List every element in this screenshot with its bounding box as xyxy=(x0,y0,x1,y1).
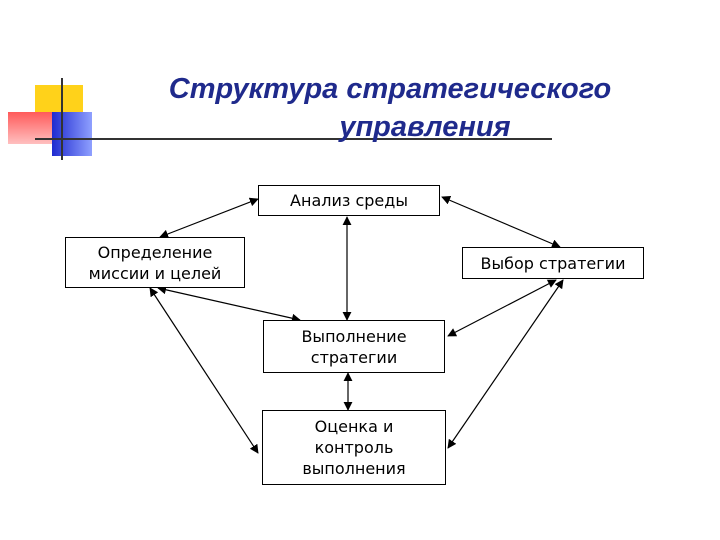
arrow-choice-execution xyxy=(447,279,557,337)
arrow-analysis-choice xyxy=(441,196,561,248)
box-strategy-choice: Выбор стратегии xyxy=(462,247,644,279)
box-evaluation-control-line-1: Оценка и xyxy=(314,417,394,436)
arrow-analysis-mission xyxy=(159,197,259,239)
box-mission-goals: Определение миссии и целей xyxy=(65,237,245,288)
deco-blue-square xyxy=(52,112,92,156)
box-evaluation-control-line-2: контроль xyxy=(314,438,394,457)
diagram-title: Структура стратегического управления xyxy=(140,70,640,146)
box-environment-analysis: Анализ среды xyxy=(258,185,440,216)
deco-horizontal-line xyxy=(35,138,552,140)
box-strategy-execution: Выполнение стратегии xyxy=(263,320,445,373)
box-strategy-choice-label: Выбор стратегии xyxy=(480,253,626,273)
box-evaluation-control-line-3: выполнения xyxy=(302,459,406,478)
box-evaluation-control: Оценка и контроль выполнения xyxy=(262,410,446,485)
box-mission-goals-line-1: Определение xyxy=(97,242,213,262)
box-strategy-execution-line-2: стратегии xyxy=(310,347,398,367)
box-environment-analysis-label: Анализ среды xyxy=(290,191,408,210)
title-line-1: Структура стратегического xyxy=(168,73,612,105)
title-line-2: управления xyxy=(339,111,511,143)
box-strategy-execution-line-1: Выполнение xyxy=(301,326,407,346)
deco-vertical-line xyxy=(61,78,63,160)
arrow-choice-evaluation xyxy=(447,279,564,449)
arrow-mission-evaluation xyxy=(149,287,259,454)
arrow-mission-execution xyxy=(157,285,301,323)
box-mission-goals-line-2: миссии и целей xyxy=(88,263,222,283)
